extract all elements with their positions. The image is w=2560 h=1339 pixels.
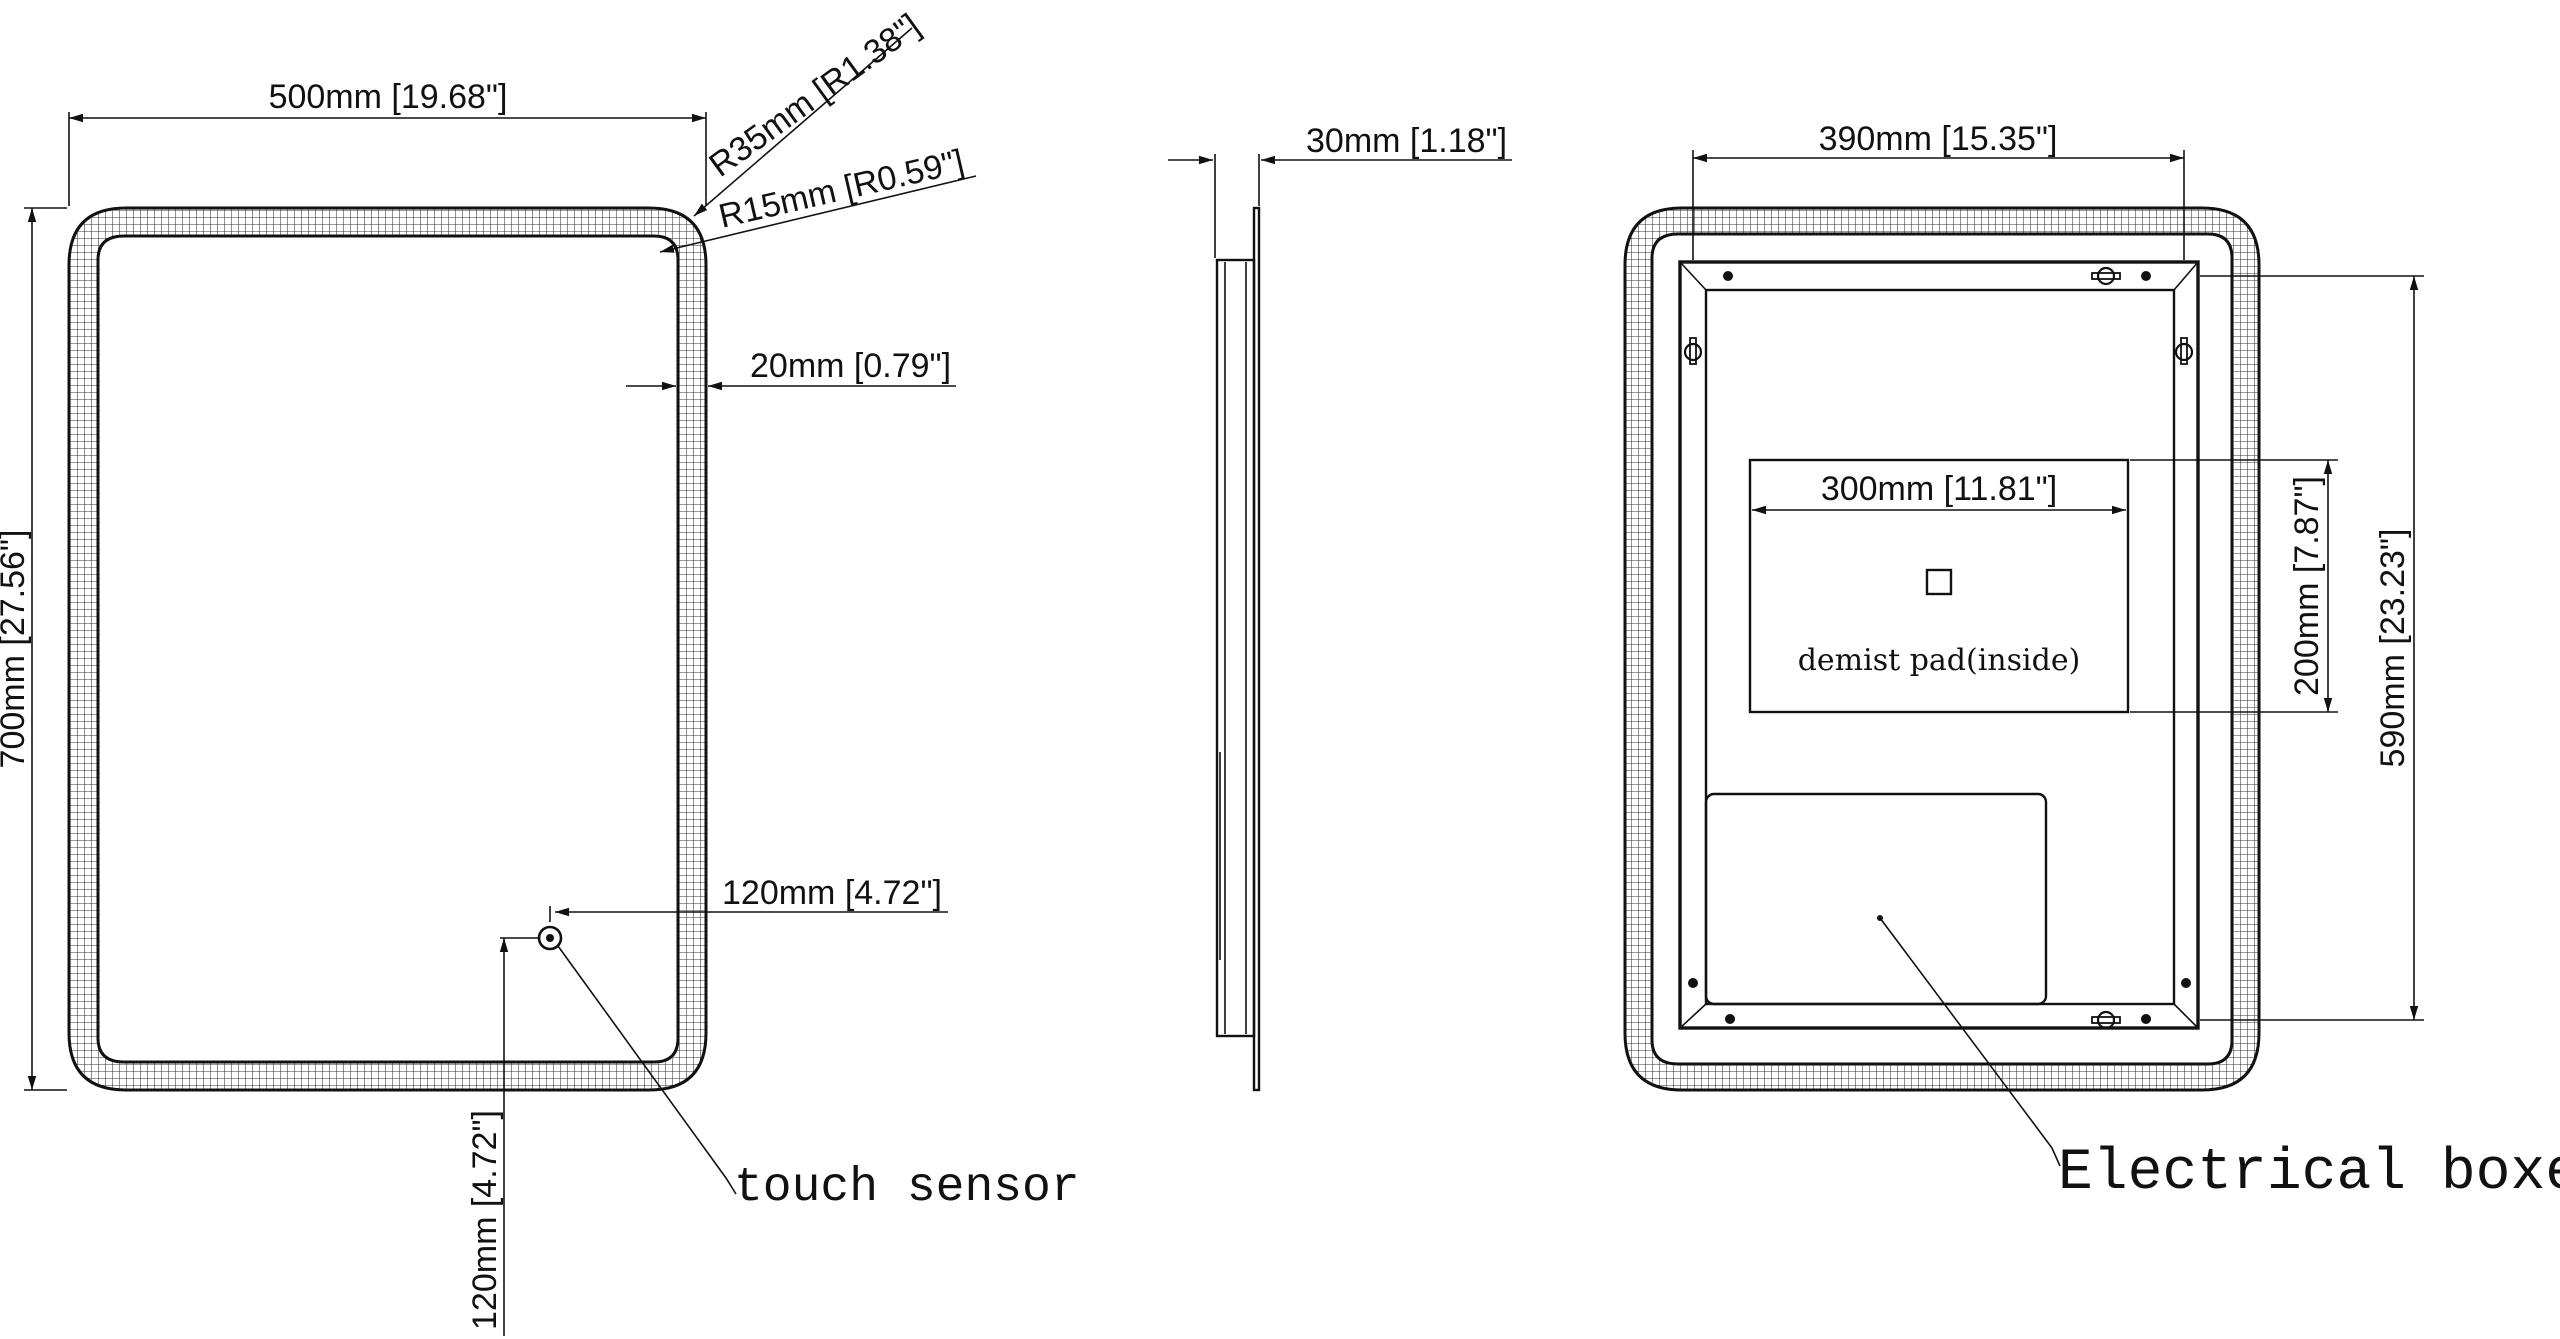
frame-height-label: 590mm [23.23"] [2374, 529, 2412, 768]
border-label: 20mm [0.79"] [750, 347, 951, 385]
frame-miter-bl [1679, 1003, 1707, 1029]
front-view: 500mm [19.68"] 700mm [27.56"] R35mm [R1.… [0, 7, 1080, 1336]
keyhole-icon-bottom [2091, 1010, 2121, 1030]
front-width-label: 500mm [19.68"] [269, 78, 508, 116]
frame-width-label: 390mm [15.35"] [1819, 120, 2058, 158]
frame-miter-tr [2173, 261, 2199, 291]
sensor-x-label: 120mm [4.72"] [722, 874, 942, 912]
electrical-box [1704, 792, 2048, 1006]
side-glass-panel [1252, 206, 1261, 1092]
screw-icon-tr [2141, 271, 2151, 281]
demist-pad-icon [1925, 568, 1953, 596]
mounting-frame-outer [1678, 260, 2200, 1030]
electrical-box-leader-dot [1877, 915, 1883, 921]
side-body-outline [1215, 258, 1256, 1038]
depth-label: 30mm [1.18"] [1306, 122, 1507, 160]
back-led-border [1623, 206, 2261, 1092]
inner-radius-leader [659, 175, 977, 253]
keyhole-icon-right [2174, 337, 2194, 365]
demist-pad-label: demist pad(inside) [1798, 643, 2081, 678]
outer-radius-leader [693, 27, 913, 217]
touch-sensor-icon [537, 925, 563, 951]
frame-miter-br [2173, 1003, 2199, 1029]
electrical-box-leader [1879, 917, 2061, 1167]
sensor-y-label: 120mm [4.72"] [466, 1110, 504, 1330]
touch-sensor-dot [546, 934, 554, 942]
pad-width-label: 300mm [11.81"] [1821, 470, 2057, 508]
keyhole-icon-left [1683, 337, 1703, 365]
electrical-box-label: Electrical boxes [2058, 1141, 2560, 1206]
screw-icon-br [2141, 1014, 2151, 1024]
screw-icon-left-bottom [1688, 978, 1698, 988]
front-height-label: 700mm [27.56"] [0, 530, 32, 769]
screw-icon-bl [1725, 1014, 1735, 1024]
pad-height-label: 200mm [7.87"] [2288, 476, 2326, 696]
touch-sensor-leader [557, 945, 737, 1195]
frame-miter-tl [1679, 261, 1707, 291]
screw-icon-right-bottom [2181, 978, 2191, 988]
touch-sensor-label: touch sensor [734, 1161, 1080, 1215]
side-view: 30mm [1.18"] [1168, 122, 1512, 1092]
keyhole-icon-top [2091, 266, 2121, 286]
back-view: demist pad(inside) 300mm [11.81"] 200mm … [1623, 120, 2560, 1206]
screw-icon-tl [1723, 271, 1733, 281]
front-led-border [67, 206, 708, 1092]
demist-pad [1748, 458, 2130, 714]
